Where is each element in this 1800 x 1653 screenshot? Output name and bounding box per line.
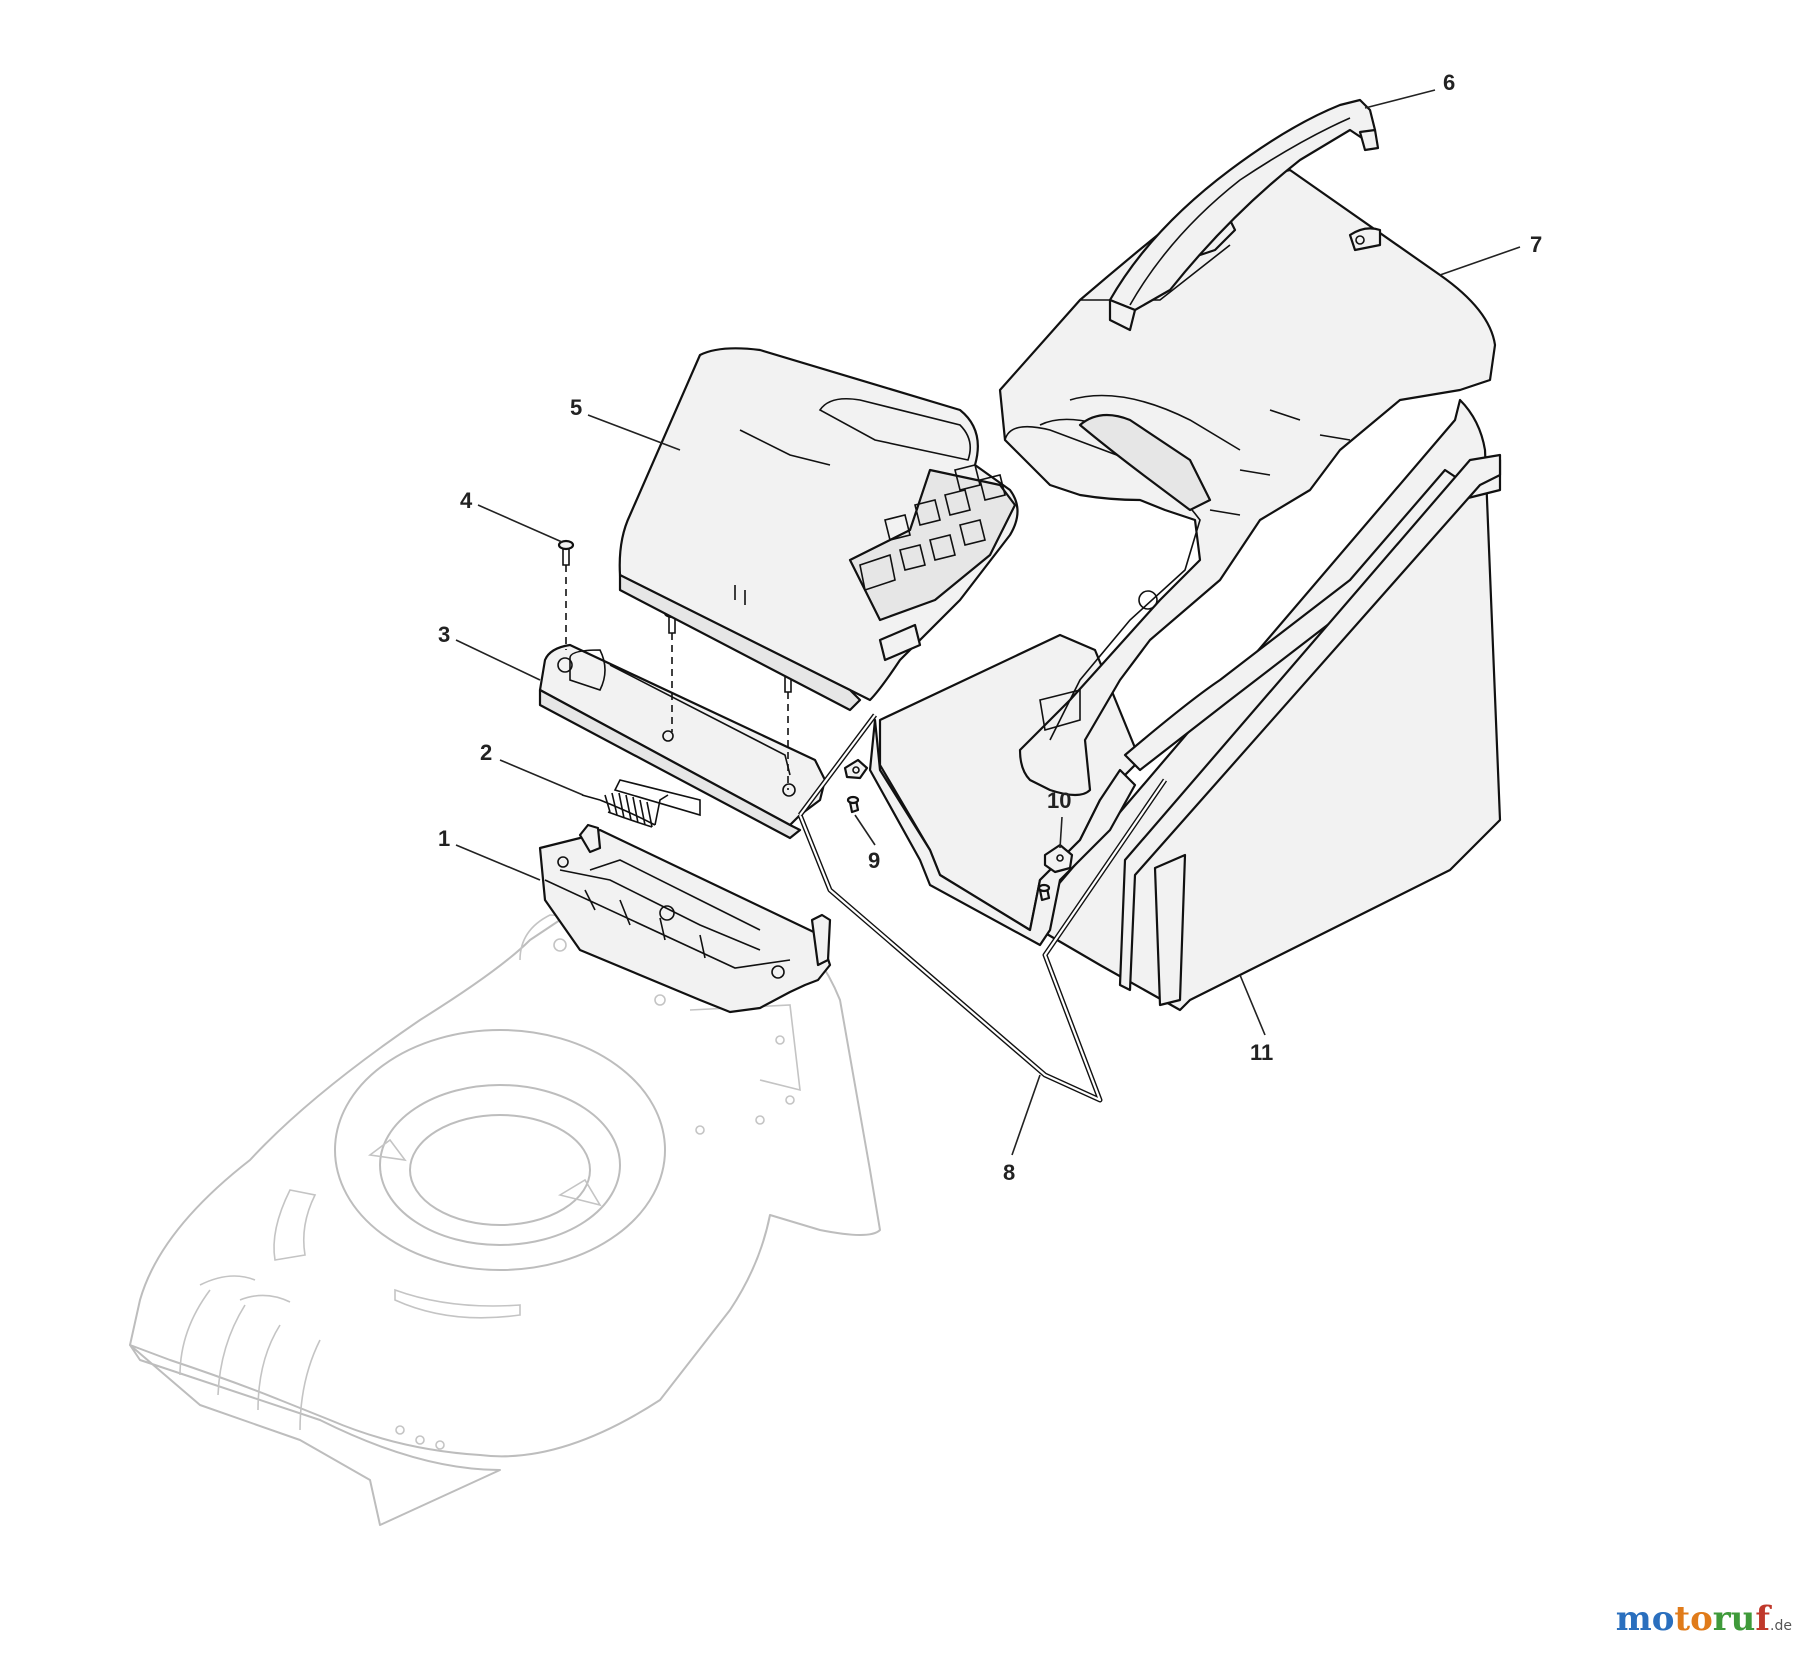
- part-9-nut-screw: [843, 758, 869, 814]
- callout-6: 6: [1443, 70, 1455, 95]
- callout-2: 2: [480, 740, 492, 765]
- leader-9: [854, 814, 876, 846]
- leader-6: [1364, 89, 1436, 109]
- leader-7: [1439, 246, 1521, 276]
- callout-11: 11: [1250, 1040, 1273, 1065]
- watermark-part-4: f: [1755, 1599, 1771, 1639]
- callout-4: 4: [460, 488, 473, 513]
- motoruf-watermark-logo: motoruf.de: [1616, 1599, 1792, 1639]
- callout-1: 1: [438, 826, 450, 851]
- callout-3: 3: [438, 622, 450, 647]
- leader-2: [499, 759, 584, 796]
- leader-5: [587, 414, 681, 451]
- leader-lines: [455, 89, 1521, 1156]
- leader-4: [477, 504, 563, 543]
- callout-10: 10: [1047, 788, 1071, 813]
- part-5-rear-cover: [618, 347, 1019, 712]
- part-1-hinge-bracket: [538, 823, 832, 1014]
- part-8-frame: [797, 713, 1168, 1103]
- part-6-handle: [1108, 98, 1380, 332]
- leader-3: [455, 639, 541, 681]
- mower-deck: [129, 869, 881, 1526]
- watermark-part-2: to: [1674, 1599, 1713, 1639]
- leader-1: [455, 844, 541, 881]
- part-3-flap: [538, 643, 827, 840]
- watermark-part-3: ru: [1712, 1599, 1756, 1639]
- callout-7: 7: [1530, 232, 1542, 257]
- callout-5: 5: [570, 395, 582, 420]
- watermark-tld: .de: [1770, 1618, 1792, 1634]
- callout-9: 9: [868, 848, 880, 873]
- leader-11: [1239, 974, 1266, 1036]
- leader-10: [1059, 816, 1063, 849]
- callout-8: 8: [1003, 1160, 1015, 1185]
- watermark-part-1: mo: [1615, 1599, 1675, 1639]
- part-2-spring: [581, 792, 669, 828]
- leader-8: [1011, 1074, 1041, 1156]
- callout-labels: 1 2 3 4 5 6 7 8 9 10 11: [438, 70, 1542, 1185]
